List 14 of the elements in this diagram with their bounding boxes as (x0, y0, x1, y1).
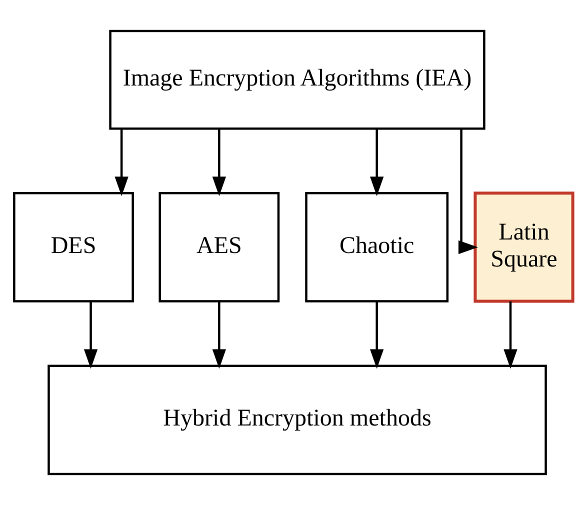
arrow (370, 301, 384, 369)
arrow (458, 128, 478, 254)
node-box: AES (158, 192, 280, 302)
node-box: Latin Square (474, 192, 574, 303)
node-box: Hybrid Encryption methods (48, 364, 547, 476)
node-box: Image Encryption Algorithms (IEA) (109, 30, 486, 130)
arrow (212, 301, 226, 369)
arrow (370, 128, 384, 196)
arrow (114, 128, 128, 196)
arrow (504, 301, 518, 369)
node-box: Chaotic (305, 192, 449, 302)
arrow (212, 128, 226, 196)
arrow (84, 301, 98, 369)
node-box: DES (13, 192, 134, 302)
